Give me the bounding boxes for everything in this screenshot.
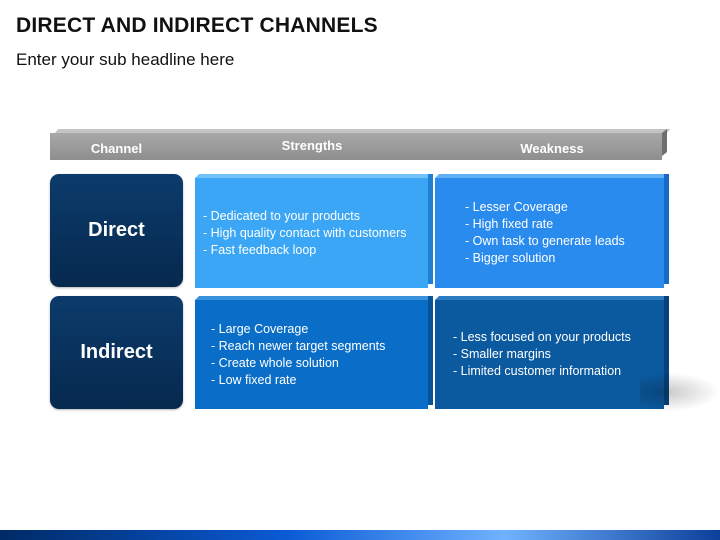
list-item: - Bigger solution: [465, 251, 556, 265]
list-item: - Smaller margins: [453, 347, 551, 361]
indirect-weakness-box: - Less focused on your products - Smalle…: [435, 296, 669, 409]
list-item: - Fast feedback loop: [203, 242, 317, 257]
decorative-shadow: [640, 372, 720, 412]
slide-subtitle: Enter your sub headline here: [16, 50, 235, 69]
header-strengths: Strengths: [281, 138, 343, 153]
list-item: - Create whole solution: [211, 355, 339, 370]
slide-title: DIRECT AND INDIRECT CHANNELS: [16, 14, 378, 37]
header-weakness: Weakness: [520, 141, 584, 156]
direct-weakness-box: - Lesser Coverage - High fixed rate - Ow…: [435, 174, 669, 288]
indirect-strengths-box: - Large Coverage - Reach newer target se…: [195, 296, 433, 409]
header-channel: Channel: [90, 141, 143, 156]
list-item: - Less focused on your products: [453, 330, 631, 344]
list-item: - Own task to generate leads: [465, 234, 625, 248]
list-item: - Reach newer target segments: [211, 338, 386, 353]
header-bar-side: [662, 129, 667, 156]
list-item: - Large Coverage: [211, 321, 309, 336]
footer-bar: [0, 530, 720, 540]
list-item: - High quality contact with customers: [203, 225, 407, 240]
list-item: - Dedicated to your products: [203, 208, 361, 223]
row-label-direct: Direct: [50, 174, 183, 287]
list-item: - Low fixed rate: [211, 372, 297, 387]
direct-strengths-list: - Dedicated to your products - High qual…: [203, 208, 428, 259]
list-item: - Lesser Coverage: [465, 200, 568, 214]
indirect-weakness-list: - Less focused on your products - Smalle…: [453, 329, 664, 380]
list-item: - High fixed rate: [465, 217, 554, 231]
list-item: - Limited customer information: [453, 364, 622, 378]
indirect-strengths-list: - Large Coverage - Reach newer target se…: [211, 321, 428, 389]
direct-strengths-box: - Dedicated to your products - High qual…: [195, 174, 433, 288]
row-label-indirect: Indirect: [50, 296, 183, 409]
direct-weakness-list: - Lesser Coverage - High fixed rate - Ow…: [465, 199, 664, 267]
header-bar: [50, 133, 662, 160]
